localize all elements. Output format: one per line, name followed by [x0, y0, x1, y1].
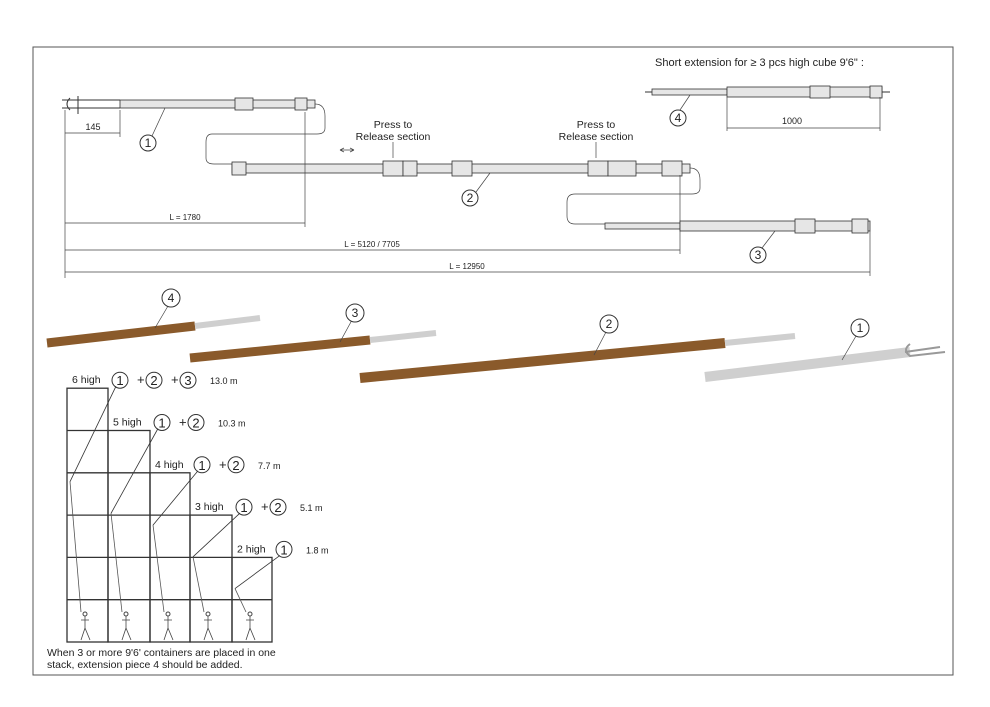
stack-length-label: 5.1 m — [300, 503, 323, 513]
press-release-label-2a: Press to — [577, 119, 616, 131]
part-2-label: 2 — [467, 191, 474, 205]
stack-length-label: 13.0 m — [210, 376, 238, 386]
leader-line — [234, 555, 281, 589]
part-number: 2 — [232, 458, 239, 473]
photo-rod-3 — [189, 319, 437, 363]
worker-icon — [80, 616, 91, 641]
stack-note-line-2: stack, extension piece 4 should be added… — [47, 659, 243, 671]
part-marker — [235, 498, 253, 516]
dim-L-5120-7705: L = 5120 / 7705 — [344, 240, 400, 249]
container-column — [189, 514, 233, 643]
rod-part-1-drawing — [62, 96, 326, 278]
stack-height-label: 6 high — [72, 374, 101, 386]
press-release-label-1a: Press to — [374, 119, 413, 131]
part-marker — [269, 498, 287, 516]
stack-length-label: 7.7 m — [258, 461, 281, 471]
part-marker — [145, 371, 163, 389]
stack-length-label: 1.8 m — [306, 545, 329, 555]
plus-sign: + — [261, 499, 269, 514]
stack-height-label: 5 high — [113, 417, 142, 429]
part-number: 2 — [192, 416, 199, 431]
part-number: 3 — [184, 373, 191, 388]
lashing-pole — [234, 588, 247, 613]
photo-rod-1 — [704, 335, 946, 382]
part-marker — [187, 414, 205, 431]
photo-part-1-label: 1 — [857, 321, 864, 335]
part-4-marker — [669, 109, 687, 127]
worker-icon — [82, 611, 88, 617]
photo-rod-4 — [46, 305, 261, 348]
stack-length-label: 10.3 m — [218, 419, 246, 429]
worker-icon — [165, 611, 171, 617]
part-1-marker — [139, 134, 157, 152]
stack-height-label: 3 high — [195, 501, 224, 513]
photo-part-4-label: 4 — [168, 291, 175, 305]
dim-L-12950: L = 12950 — [449, 262, 485, 271]
worker-icon — [245, 616, 256, 641]
photo-rod-2 — [359, 331, 796, 383]
part-number: 1 — [116, 373, 123, 388]
part-number: 1 — [198, 458, 205, 473]
part-3-label: 3 — [755, 248, 762, 262]
dim-L-1780: L = 1780 — [169, 213, 201, 222]
photo-part-3-label: 3 — [352, 306, 359, 320]
leader-line — [152, 470, 199, 526]
part-marker — [275, 540, 293, 558]
part-2-marker — [461, 189, 479, 207]
rod-part-2-drawing — [231, 112, 701, 254]
rod-part-3-drawing — [604, 218, 871, 276]
rod-part-4-drawing — [645, 85, 890, 131]
part-4-label: 4 — [675, 111, 682, 125]
worker-icon — [205, 611, 211, 617]
photo-part-1-marker — [850, 318, 870, 338]
part-marker — [227, 456, 245, 474]
photo-part-4-marker — [161, 288, 181, 308]
plus-sign: + — [179, 415, 187, 430]
worker-icon — [163, 616, 174, 641]
part-marker — [153, 414, 171, 431]
part-number: 1 — [240, 500, 247, 515]
drawing-frame — [32, 46, 954, 676]
part-number: 1 — [280, 542, 287, 557]
part-marker — [111, 371, 129, 389]
press-release-label-1b: Release section — [356, 131, 431, 143]
lashing-pole — [110, 513, 123, 613]
press-release-label-2b: Release section — [559, 131, 634, 143]
leader-line — [69, 386, 117, 482]
stack-labels: 6 high 1 +2 +3 13.0 m 5 high 1 +2 10.3 m 4 high 1 +… — [69, 371, 329, 589]
short-extension-note: Short extension for ≥ 3 pcs high cube 9'… — [655, 57, 864, 69]
worker-icon — [203, 616, 214, 641]
part-number: 1 — [158, 416, 165, 431]
stack-height-label: 2 high — [237, 543, 266, 555]
part-marker — [193, 456, 211, 474]
lashing-pole — [152, 525, 165, 613]
lashing-pole — [69, 481, 82, 613]
leader-line — [110, 428, 159, 514]
part-1-label: 1 — [145, 136, 152, 150]
container-column — [107, 429, 151, 643]
photo-part-2-marker — [599, 314, 619, 334]
plus-sign: + — [137, 372, 145, 387]
lashing-pole — [192, 556, 205, 613]
plus-sign: + — [171, 372, 179, 387]
stack-height-label: 4 high — [155, 459, 184, 471]
leader-line — [192, 512, 241, 558]
part-number: 2 — [150, 373, 157, 388]
photo-part-2-label: 2 — [606, 317, 613, 331]
worker-icon — [121, 616, 132, 641]
worker-icon — [123, 611, 129, 617]
part-3-marker — [749, 246, 767, 264]
part-number: 2 — [274, 500, 281, 515]
dim-1000: 1000 — [782, 116, 802, 126]
worker-icon — [247, 611, 253, 617]
dim-145: 145 — [85, 122, 100, 132]
stack-note-line-1: When 3 or more 9'6' containers are place… — [47, 647, 276, 659]
photo-part-3-marker — [345, 303, 365, 323]
plus-sign: + — [219, 457, 227, 472]
part-marker — [179, 371, 197, 389]
